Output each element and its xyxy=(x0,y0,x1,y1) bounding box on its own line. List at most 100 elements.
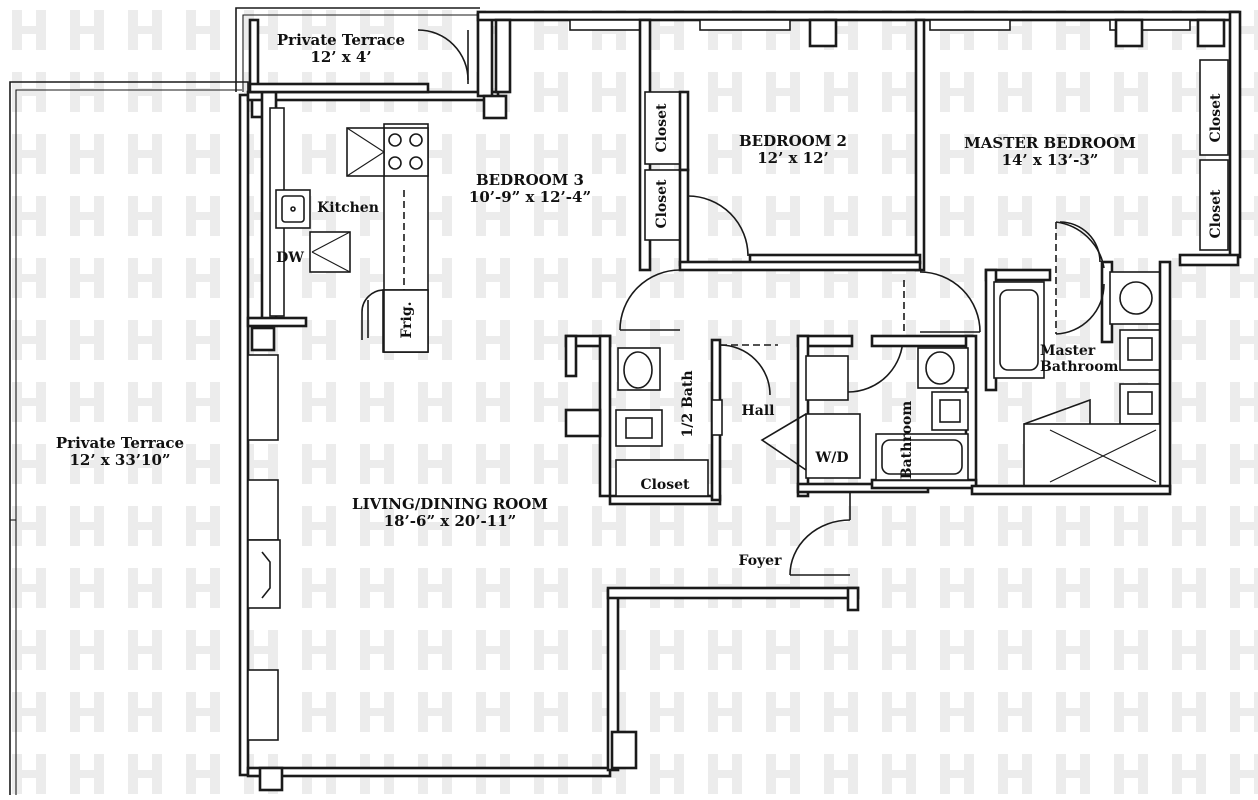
watermark-tile xyxy=(12,506,46,546)
terrace-railing-left xyxy=(9,81,249,795)
watermark-tile xyxy=(534,568,568,608)
watermark-tile xyxy=(708,754,742,794)
watermark-tile xyxy=(824,506,858,546)
master-bathroom xyxy=(970,221,1172,496)
watermark-tile xyxy=(940,506,974,546)
north-wall xyxy=(476,10,1240,94)
watermark-tile xyxy=(882,630,916,670)
watermark-tile xyxy=(998,196,1032,236)
watermark-tile xyxy=(998,382,1032,422)
watermark-tile xyxy=(940,754,974,794)
watermark-tile xyxy=(12,134,46,174)
watermark-tile xyxy=(186,692,220,732)
watermark-tile xyxy=(882,692,916,732)
fixture-label-wd: W/D xyxy=(815,450,849,466)
watermark-tile xyxy=(360,568,394,608)
watermark-tile xyxy=(70,134,104,174)
watermark-tile xyxy=(766,506,800,546)
room-label-master-bathroom: Master Bathroom xyxy=(1040,343,1119,375)
room-label-bathroom: Bathroom xyxy=(899,400,915,480)
watermark-tile xyxy=(302,692,336,732)
watermark-tile xyxy=(12,10,46,50)
watermark-tile xyxy=(360,506,394,546)
watermark-tile xyxy=(1230,754,1258,794)
watermark-tile xyxy=(12,568,46,608)
watermark-tile xyxy=(534,258,568,298)
watermark-tile xyxy=(1056,692,1090,732)
watermark-tile xyxy=(650,320,684,360)
dishwasher xyxy=(309,231,351,273)
watermark-tile xyxy=(360,444,394,484)
room-label-private-terrace-top: Private Terrace 12’ x 4’ xyxy=(276,31,406,66)
watermark-tile xyxy=(650,754,684,794)
watermark-tile xyxy=(302,506,336,546)
watermark-tile xyxy=(998,506,1032,546)
watermark-tile xyxy=(1114,196,1148,236)
watermark-tile xyxy=(882,568,916,608)
watermark-tile xyxy=(70,630,104,670)
watermark-tile xyxy=(1172,382,1206,422)
east-wall xyxy=(1178,10,1242,267)
watermark-tile xyxy=(1056,196,1090,236)
watermark-tile xyxy=(998,692,1032,732)
watermark-tile xyxy=(476,444,510,484)
watermark-tile xyxy=(302,568,336,608)
watermark-tile xyxy=(476,568,510,608)
watermark-tile xyxy=(476,320,510,360)
watermark-tile xyxy=(70,382,104,422)
south-wall xyxy=(246,766,612,792)
watermark-tile xyxy=(70,320,104,360)
watermark-tile xyxy=(70,258,104,298)
watermark-tile xyxy=(1114,72,1148,112)
watermark-tile xyxy=(12,320,46,360)
watermark-tile xyxy=(360,630,394,670)
watermark-tile xyxy=(592,134,626,174)
watermark-tile xyxy=(186,630,220,670)
watermark-tile xyxy=(766,692,800,732)
watermark-tile xyxy=(418,506,452,546)
watermark-tile xyxy=(12,692,46,732)
watermark-tile xyxy=(534,320,568,360)
watermark-tile xyxy=(70,10,104,50)
watermark-tile xyxy=(128,382,162,422)
watermark-tile xyxy=(128,692,162,732)
watermark-tile xyxy=(418,444,452,484)
watermark-tile xyxy=(940,568,974,608)
watermark-tile xyxy=(70,692,104,732)
watermark-tile xyxy=(186,258,220,298)
watermark-tile xyxy=(476,506,510,546)
closet-label-bedroom3-upper: Closet xyxy=(654,103,670,153)
room-label-hall: Hall xyxy=(741,403,775,419)
watermark-tile xyxy=(70,72,104,112)
watermark-tile xyxy=(766,630,800,670)
watermark-tile xyxy=(592,258,626,298)
watermark-tile xyxy=(302,10,336,50)
room-label-living-dining: LIVING/DINING ROOM 18’-6” x 20’-11” xyxy=(352,495,548,530)
watermark-tile xyxy=(708,72,742,112)
watermark-tile xyxy=(418,630,452,670)
laundry-hall xyxy=(760,334,930,498)
watermark-tile xyxy=(534,72,568,112)
watermark-tile xyxy=(360,692,394,732)
watermark-tile xyxy=(128,134,162,174)
watermark-tile xyxy=(824,134,858,174)
watermark-tile xyxy=(1172,692,1206,732)
watermark-tile xyxy=(882,134,916,174)
watermark-tile xyxy=(476,134,510,174)
watermark-tile xyxy=(650,382,684,422)
watermark-tile xyxy=(302,258,336,298)
stove xyxy=(383,127,429,177)
foyer-walls xyxy=(606,490,860,772)
watermark-tile xyxy=(882,754,916,794)
watermark-tile xyxy=(592,72,626,112)
watermark-tile xyxy=(650,258,684,298)
watermark-tile xyxy=(708,134,742,174)
watermark-tile xyxy=(128,258,162,298)
watermark-tile xyxy=(12,196,46,236)
watermark-tile xyxy=(1172,568,1206,608)
watermark-tile xyxy=(824,692,858,732)
watermark-tile xyxy=(1172,320,1206,360)
watermark-tile xyxy=(360,382,394,422)
watermark-tile xyxy=(186,568,220,608)
